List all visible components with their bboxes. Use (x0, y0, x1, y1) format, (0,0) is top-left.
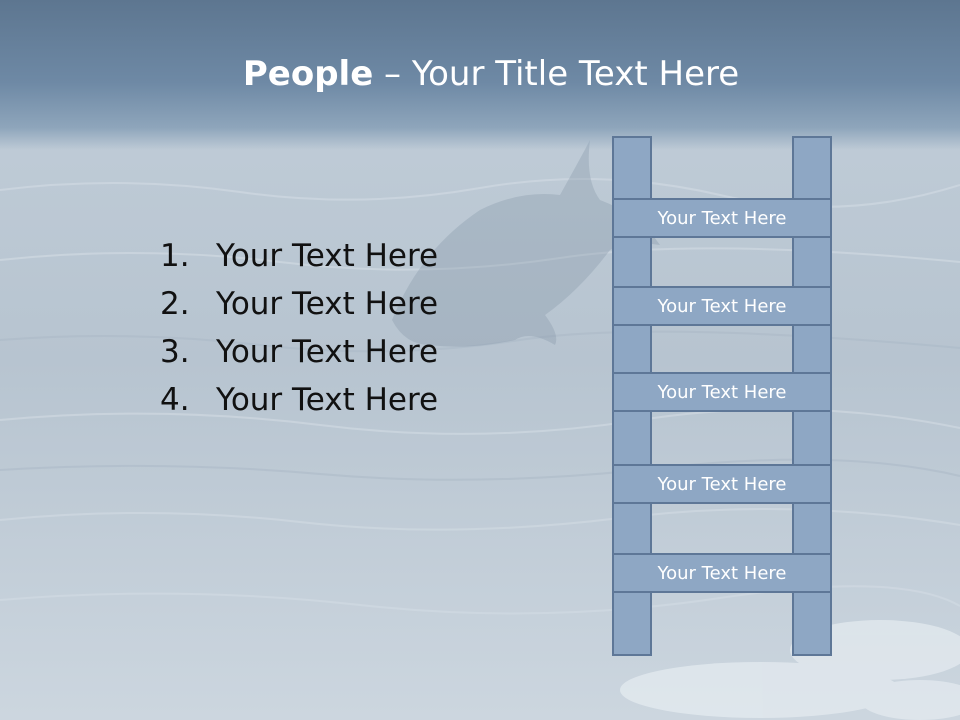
list-item: 1. Your Text Here (160, 232, 438, 280)
ladder-rung-1[interactable]: Your Text Here (612, 198, 832, 238)
list-number: 2. (160, 286, 190, 322)
list-text: Your Text Here (216, 334, 439, 370)
list-text: Your Text Here (216, 238, 439, 274)
list-number: 1. (160, 238, 190, 274)
list-item: 4. Your Text Here (160, 376, 438, 424)
title-rest: – Your Title Text Here (373, 54, 740, 94)
numbered-list[interactable]: 1. Your Text Here 2. Your Text Here 3. Y… (160, 232, 438, 424)
list-number: 4. (160, 382, 190, 418)
header-band (0, 0, 960, 150)
ladder-rung-3[interactable]: Your Text Here (612, 372, 832, 412)
list-item: 3. Your Text Here (160, 328, 438, 376)
list-item: 2. Your Text Here (160, 280, 438, 328)
title-bold: People (242, 54, 374, 94)
dolphin-silhouette (392, 140, 660, 347)
list-text: Your Text Here (216, 382, 439, 418)
list-text: Your Text Here (216, 286, 439, 322)
slide-title[interactable]: People – Your Title Text Here (0, 52, 960, 96)
ladder-rung-4[interactable]: Your Text Here (612, 464, 832, 504)
ladder-rung-2[interactable]: Your Text Here (612, 286, 832, 326)
list-number: 3. (160, 334, 190, 370)
ladder-rung-5[interactable]: Your Text Here (612, 553, 832, 593)
